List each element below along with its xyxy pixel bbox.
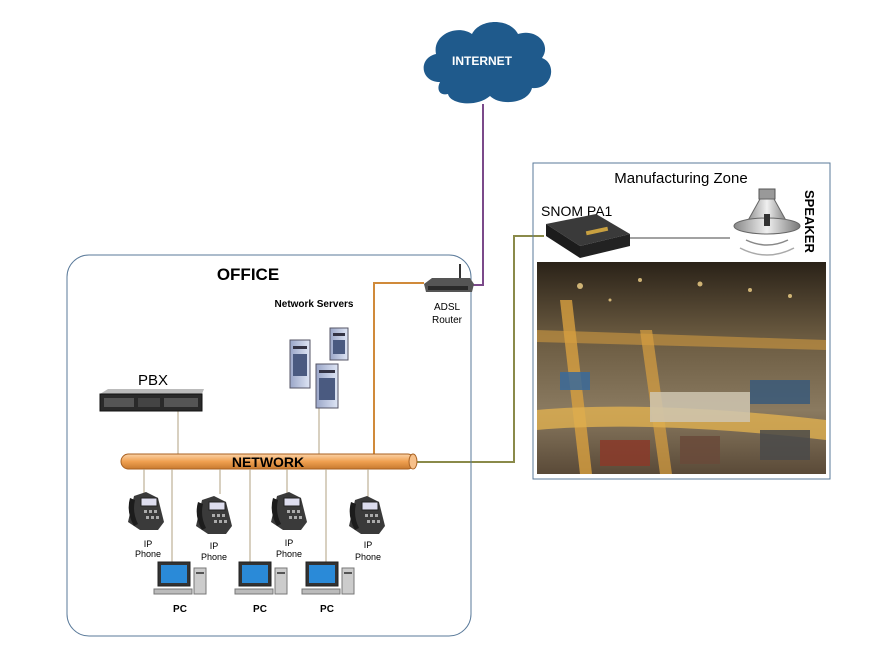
- phone-label-1: IP: [144, 539, 153, 549]
- manufacturing-zone: [532, 162, 831, 480]
- pc: [234, 561, 288, 595]
- pc: [153, 561, 207, 595]
- ip-phone: [271, 492, 307, 530]
- ip-phone: [196, 496, 232, 534]
- manufacturing-title: Manufacturing Zone: [614, 170, 747, 187]
- phone-label-2-sub: Phone: [201, 552, 227, 562]
- phone-label-4: IP: [364, 540, 373, 550]
- pc: [301, 561, 355, 595]
- speaker-label: SPEAKER: [802, 190, 817, 253]
- router-link: [373, 282, 424, 458]
- pbx-icon: [99, 389, 204, 454]
- pc-label-3: PC: [320, 604, 334, 615]
- manufacturing-link: [417, 235, 544, 463]
- speaker-icon: [733, 188, 801, 256]
- internet-link: [472, 104, 484, 286]
- office-zone: [66, 254, 472, 637]
- phone-label-2: IP: [210, 541, 219, 551]
- snom-pa1-device: [546, 214, 730, 258]
- adsl-router: ADSL Router: [424, 264, 474, 326]
- network-bus: NETWORK: [120, 453, 418, 470]
- router-label-1: ADSL: [434, 302, 461, 313]
- phone-label-3: IP: [285, 538, 294, 548]
- pc-label-2: PC: [253, 604, 267, 615]
- factory-photo: [537, 262, 826, 474]
- network-servers-icon: [289, 327, 349, 455]
- phone-label-1-sub: Phone: [135, 549, 161, 559]
- phone-label-4-sub: Phone: [355, 552, 381, 562]
- pc-label-1: PC: [173, 604, 187, 615]
- ip-phone: [128, 492, 164, 530]
- internet-cloud: INTERNET: [423, 22, 552, 104]
- network-label: NETWORK: [232, 454, 304, 470]
- pbx-label: PBX: [138, 372, 168, 389]
- drop-lines: [143, 469, 369, 565]
- snom-pa1-label: SNOM PA1: [541, 203, 613, 219]
- network-servers-label: Network Servers: [275, 299, 354, 310]
- ip-phone: [349, 496, 385, 534]
- office-title: OFFICE: [217, 265, 279, 284]
- internet-label: INTERNET: [452, 54, 513, 68]
- router-label-2: Router: [432, 315, 463, 326]
- phone-label-3-sub: Phone: [276, 549, 302, 559]
